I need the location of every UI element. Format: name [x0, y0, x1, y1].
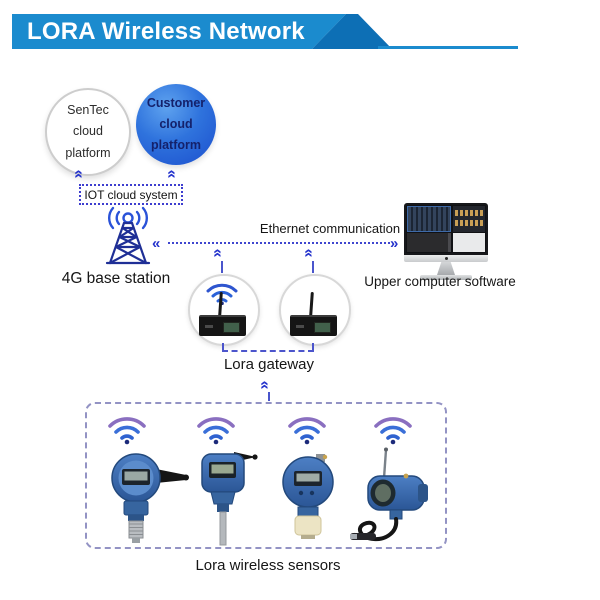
wifi-icon — [288, 417, 326, 445]
dashed-stem — [312, 261, 314, 273]
gateway-device-icon — [199, 315, 246, 336]
monitor-logo-dot — [444, 257, 448, 260]
cell-tower-icon — [105, 206, 151, 265]
arrow-right-icon: » — [390, 235, 399, 252]
sensor-group-box — [85, 402, 447, 549]
iot-cloud-system-label: IOT cloud system — [84, 187, 178, 202]
ethernet-label: Ethernet communication — [259, 221, 401, 236]
customer-cloud-label: Customer cloud platform — [146, 95, 206, 153]
up-arrow-icon: » — [299, 248, 317, 258]
up-arrow-icon: » — [162, 169, 180, 179]
level-sensor-icon — [282, 454, 334, 539]
computer-label: Upper computer software — [364, 274, 516, 289]
monitor-base — [420, 275, 472, 280]
cable-sensor-icon — [350, 447, 428, 542]
wifi-icon — [374, 417, 412, 445]
ethernet-dashed-line — [168, 242, 390, 244]
gateway-device-icon — [290, 315, 337, 336]
wifi-icon — [197, 417, 235, 445]
sentec-cloud-label: SenTec cloud platform — [65, 103, 111, 160]
imac-monitor-icon — [404, 203, 488, 280]
gateway-device-led — [296, 325, 304, 328]
sensors-label: Lora wireless sensors — [195, 557, 341, 574]
dashed-stem — [221, 261, 223, 273]
dashed-stem — [268, 392, 270, 401]
monitor-panel-grid — [407, 206, 451, 232]
iot-cloud-system-box: IOT cloud system — [79, 184, 183, 205]
gateway-bracket — [222, 343, 314, 352]
temperature-sensor-icon — [201, 452, 258, 546]
monitor-chin — [404, 255, 488, 262]
sentec-cloud-circle: SenTec cloud platform — [45, 88, 131, 176]
monitor-stand — [437, 262, 455, 275]
header-banner — [12, 14, 346, 49]
page-title: LORA Wireless Network — [27, 18, 305, 45]
monitor-panel-light — [453, 233, 485, 252]
gateway-device-screen — [314, 322, 331, 333]
monitor-panel-leds — [453, 206, 485, 232]
base-station-label: 4G base station — [61, 270, 171, 287]
header-underline — [378, 46, 518, 49]
gateway-device-screen — [223, 322, 240, 333]
pressure-sensor-icon — [111, 453, 189, 543]
arrow-left-icon: « — [152, 235, 161, 252]
monitor-panel-dark — [407, 233, 451, 252]
gateway-label: Lora gateway — [223, 356, 315, 373]
gateway-device-led — [205, 325, 213, 328]
up-arrow-icon: » — [255, 380, 273, 390]
up-arrow-icon: » — [208, 248, 226, 258]
monitor-screen — [404, 203, 488, 255]
wifi-icon — [108, 417, 146, 445]
customer-cloud-circle: Customer cloud platform — [136, 84, 216, 165]
up-arrow-icon: » — [69, 169, 87, 179]
